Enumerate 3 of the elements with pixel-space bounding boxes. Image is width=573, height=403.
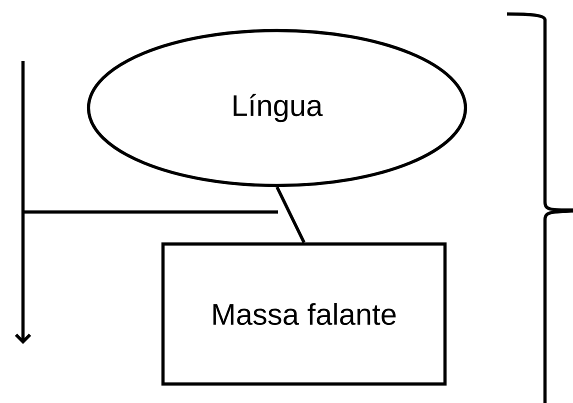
process-box: Massa falante: [161, 242, 447, 386]
connector-line: [276, 186, 306, 244]
ellipse-node: Língua: [86, 28, 468, 188]
